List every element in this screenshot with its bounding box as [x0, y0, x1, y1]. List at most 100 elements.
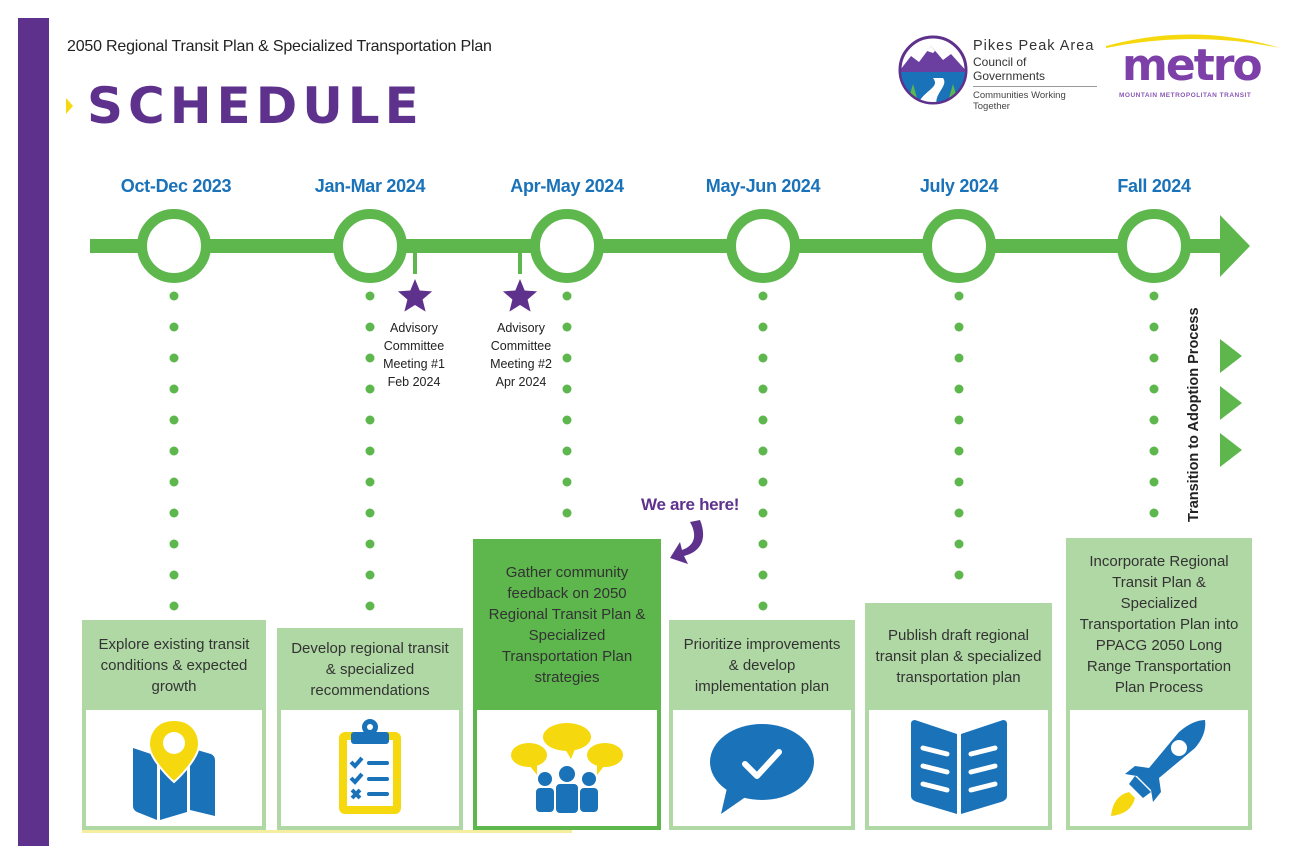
meeting-line: Advisory — [497, 321, 545, 335]
connector-dot — [954, 353, 964, 363]
connector-dot — [365, 415, 375, 425]
meeting-line: Feb 2024 — [387, 375, 441, 389]
footer-accent-line — [82, 830, 572, 833]
meeting-line: Committee — [383, 339, 445, 353]
milestone-card: Incorporate Regional Transit Plan & Spec… — [1066, 538, 1252, 830]
connector-dot — [562, 446, 572, 456]
ppacg-divider — [973, 86, 1097, 87]
page-title: SCHEDULE — [87, 77, 424, 135]
connector-dot — [365, 446, 375, 456]
connector-dot — [954, 446, 964, 456]
connector-dot — [365, 601, 375, 611]
connector-dot — [758, 291, 768, 301]
meeting-line: Committee — [490, 339, 552, 353]
connector-dot — [169, 601, 179, 611]
timeline-arrow-icon — [1220, 215, 1250, 277]
milestone-icon-panel — [865, 710, 1052, 830]
connector-dot — [365, 322, 375, 332]
milestone-icon-panel — [277, 710, 463, 830]
rocket-icon — [1111, 720, 1206, 816]
ppacg-name-line2: Council of Governments — [973, 55, 1046, 83]
connector-dot — [562, 384, 572, 394]
transition-arrow-icon — [1220, 386, 1242, 420]
ppacg-logo: Pikes Peak Area Council of Governments C… — [897, 34, 1097, 112]
milestone-card: Prioritize improvements & develop implem… — [669, 620, 855, 830]
metro-swoosh-icon — [1106, 34, 1280, 48]
milestone-icon-panel — [669, 710, 855, 830]
ppacg-tagline: Communities Working Together — [973, 90, 1066, 112]
metro-tagline: MOUNTAIN METROPOLITAN TRANSIT — [1119, 92, 1252, 99]
period-label: Fall 2024 — [1117, 176, 1191, 196]
connector-dot — [954, 415, 964, 425]
connector-dot — [1149, 446, 1159, 456]
current-marker-label: We are here! — [641, 495, 740, 514]
connector-dot — [562, 353, 572, 363]
ppacg-name-line1: Pikes Peak Area — [973, 38, 1095, 54]
transition-arrow-icon — [1220, 433, 1242, 467]
metro-wordmark: metro — [1122, 40, 1263, 91]
meeting-label-2: Advisory Committee Meeting #2 Apr 2024 — [476, 319, 566, 391]
milestone-task: Gather community feedback on 2050 Region… — [473, 539, 661, 710]
connector-dot — [954, 539, 964, 549]
connector-dot — [758, 415, 768, 425]
meeting-tick — [518, 252, 522, 274]
period-label: Apr-May 2024 — [510, 176, 624, 196]
connector-dot — [169, 508, 179, 518]
connector-dot — [562, 508, 572, 518]
connector-dot — [758, 570, 768, 580]
timeline-line — [90, 239, 1222, 253]
connector-dot — [954, 322, 964, 332]
connector-dot — [562, 415, 572, 425]
milestone-task: Explore existing transit conditions & ex… — [82, 620, 266, 710]
meeting-line: Apr 2024 — [495, 375, 547, 389]
connector-dot — [1149, 508, 1159, 518]
connector-dot — [365, 539, 375, 549]
meeting-line: Meeting #1 — [383, 357, 445, 371]
period-label: July 2024 — [919, 176, 999, 196]
clipboard-checklist-icon — [339, 719, 401, 814]
connector-dot — [1149, 415, 1159, 425]
milestone-card: Develop regional transit & specialized r… — [277, 628, 463, 830]
connector-dot — [954, 384, 964, 394]
page-title-wrap: SCHEDULE — [66, 77, 424, 135]
period-label: May-Jun 2024 — [705, 176, 821, 196]
curved-arrow-icon — [670, 520, 704, 564]
connector-dot — [365, 570, 375, 580]
connector-dot — [1149, 477, 1159, 487]
transition-arrow-icon — [1220, 339, 1242, 373]
plan-subtitle: 2050 Regional Transit Plan & Specialized… — [67, 38, 492, 55]
connector-dot — [562, 291, 572, 301]
period-label: Jan-Mar 2024 — [314, 176, 426, 196]
connector-dot — [169, 291, 179, 301]
meeting-line: Advisory — [390, 321, 438, 335]
connector-dot — [365, 291, 375, 301]
open-book-icon — [910, 720, 1007, 814]
connector-dot — [954, 508, 964, 518]
ppacg-emblem-icon — [898, 35, 968, 105]
connector-dot — [758, 508, 768, 518]
milestone-task: Publish draft regional transit plan & sp… — [865, 603, 1052, 710]
milestone-node — [726, 209, 800, 283]
milestone-node — [530, 209, 604, 283]
connector-dot — [758, 322, 768, 332]
map-pin-icon — [133, 718, 215, 820]
star-icon — [397, 279, 433, 312]
speech-check-icon — [710, 724, 814, 814]
milestone-task: Develop regional transit & specialized r… — [277, 628, 463, 710]
connector-dot — [758, 353, 768, 363]
accent-bar — [18, 18, 49, 846]
transition-label: Transition to Adoption Process — [1186, 307, 1202, 522]
milestone-card: Explore existing transit conditions & ex… — [82, 620, 266, 830]
connector-dot — [758, 539, 768, 549]
milestone-node — [333, 209, 407, 283]
meeting-line: Meeting #2 — [490, 357, 552, 371]
metro-logo: metro MOUNTAIN METROPOLITAN TRANSIT — [1104, 26, 1284, 99]
connector-dot — [169, 353, 179, 363]
connector-dot — [562, 322, 572, 332]
connector-dot — [169, 322, 179, 332]
period-label: Oct-Dec 2023 — [120, 176, 232, 196]
milestone-icon-panel — [473, 710, 661, 830]
connector-dot — [758, 384, 768, 394]
meeting-label-1: Advisory Committee Meeting #1 Feb 2024 — [369, 319, 459, 391]
